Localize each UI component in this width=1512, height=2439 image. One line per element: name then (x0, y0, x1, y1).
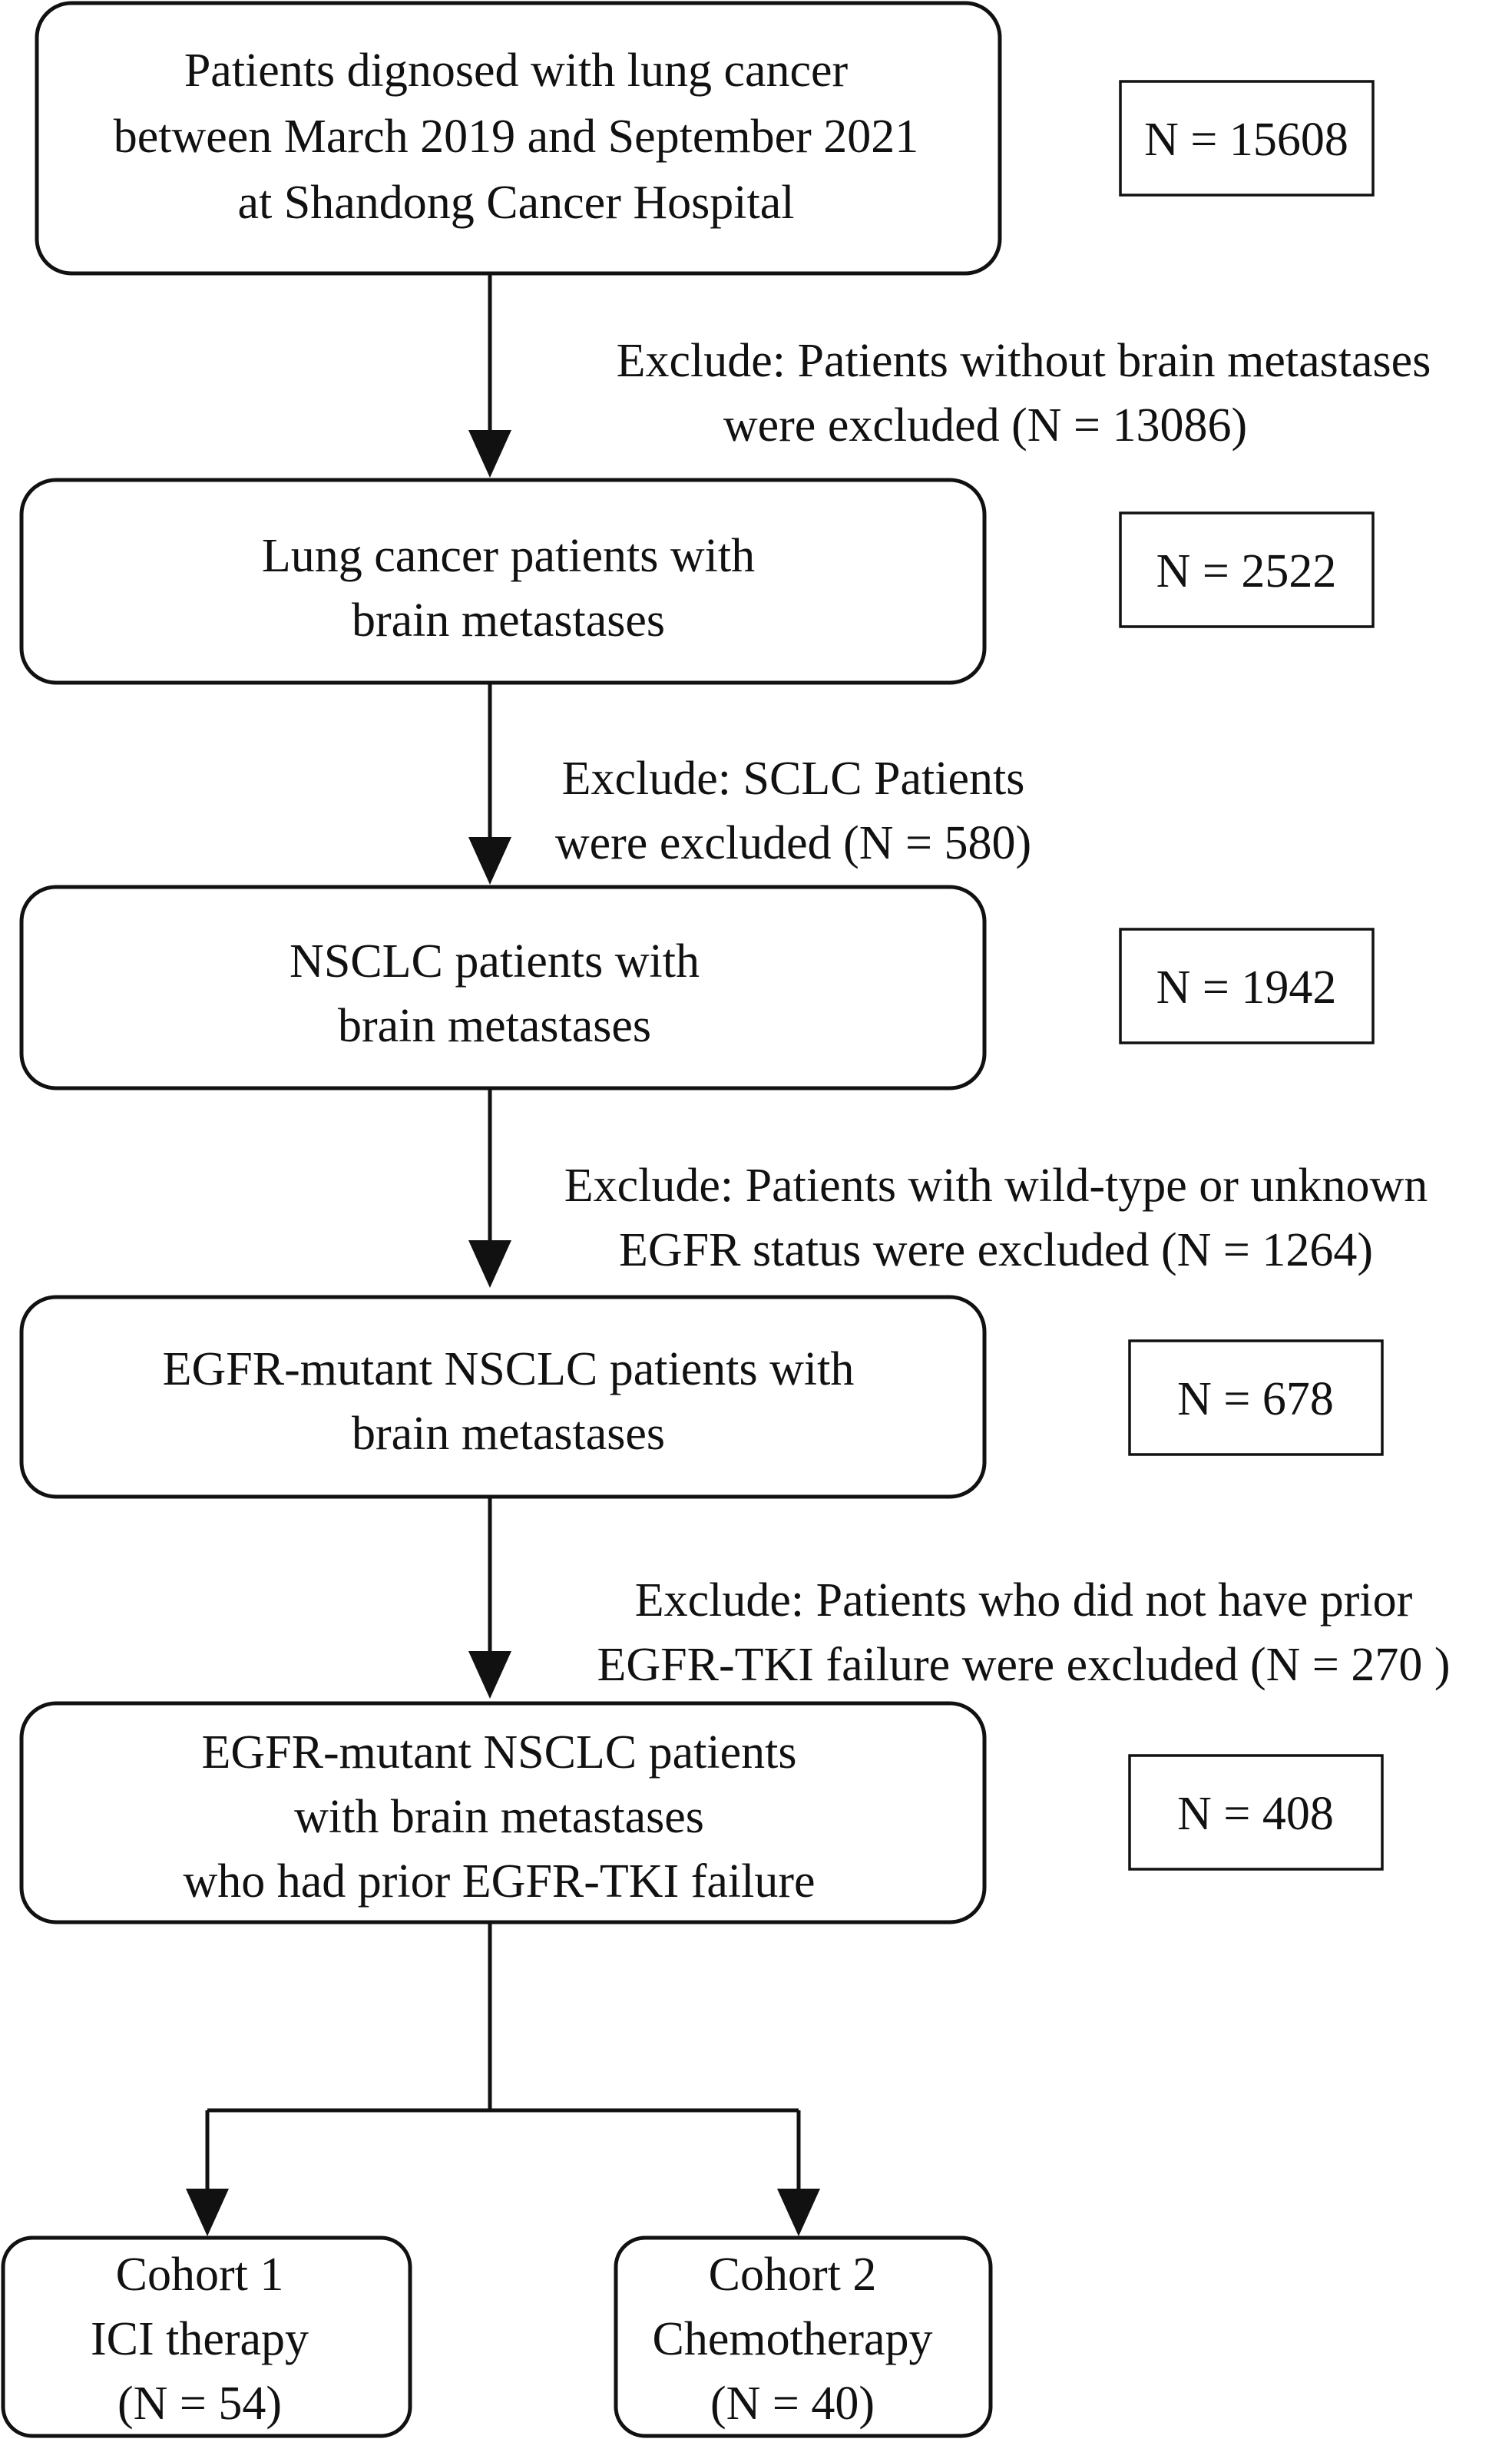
exclusion-3-line-1: Exclude: Patients with wild-type or unkn… (564, 1160, 1428, 1212)
stage-1-line-1: Patients dignosed with lung cancer (184, 45, 849, 97)
stage-box-5 (19, 1701, 987, 1924)
arrowhead-cohort-1 (186, 2189, 229, 2236)
arrowhead-cohort-2 (777, 2189, 820, 2236)
count-box-2 (1119, 511, 1375, 628)
stage-1-line-2: between March 2019 and September 2021 (114, 111, 919, 163)
cohort-1-line-3: (N = 54) (117, 2378, 282, 2430)
count-1: N = 15608 (1144, 114, 1348, 166)
stage-4-line-1: EGFR-mutant NSCLC patients with (163, 1343, 855, 1395)
stage-3-line-2: brain metastases (338, 1000, 651, 1052)
exclusion-1-line-2: were excluded (N = 13086) (723, 399, 1247, 452)
stage-box-1 (35, 1, 1002, 276)
exclusion-3-line-2: EGFR status were excluded (N = 1264) (619, 1224, 1373, 1276)
stage-2-line-1: Lung cancer patients with (262, 530, 755, 582)
stage-box-3 (19, 885, 987, 1090)
exclusion-4-line-1: Exclude: Patients who did not have prior (635, 1574, 1413, 1627)
cohort-box-1 (1, 2235, 412, 2438)
stage-4-line-2: brain metastases (352, 1408, 665, 1460)
exclusion-1-line-1: Exclude: Patients without brain metastas… (617, 335, 1431, 387)
count-box-1 (1119, 80, 1375, 197)
stage-2-line-2: brain metastases (352, 594, 665, 647)
arrowhead-4 (468, 1651, 511, 1699)
exclusion-2-line-2: were excluded (N = 580) (555, 817, 1031, 869)
stage-box-4 (19, 1295, 987, 1499)
count-box-4 (1128, 1339, 1384, 1456)
stage-box-2 (19, 478, 987, 685)
cohort-1-line-2: ICI therapy (91, 2313, 309, 2365)
cohort-2-line-3: (N = 40) (710, 2378, 875, 2430)
count-box-3 (1119, 928, 1375, 1044)
stage-3-line-1: NSCLC patients with (289, 935, 700, 988)
stage-5-line-2: with brain metastases (294, 1791, 704, 1843)
stage-5-line-1: EGFR-mutant NSCLC patients (202, 1726, 797, 1779)
arrowhead-2 (468, 837, 511, 885)
cohort-2-line-1: Cohort 2 (709, 2249, 877, 2301)
arrowhead-3 (468, 1240, 511, 1288)
stage-5-line-3: who had prior EGFR-TKI failure (183, 1855, 815, 1908)
arrowhead-1 (468, 430, 511, 478)
count-3: N = 1942 (1156, 961, 1337, 1014)
count-box-5 (1128, 1754, 1384, 1871)
cohort-2-line-2: Chemotherapy (652, 2313, 932, 2365)
exclusion-2-line-1: Exclude: SCLC Patients (562, 753, 1025, 805)
count-4: N = 678 (1177, 1373, 1334, 1425)
cohort-1-line-1: Cohort 1 (116, 2249, 284, 2301)
stage-1-line-3: at Shandong Cancer Hospital (238, 177, 795, 229)
exclusion-4-line-2: EGFR-TKI failure were excluded (N = 270 … (597, 1639, 1451, 1691)
cohort-box-2 (614, 2235, 993, 2438)
count-2: N = 2522 (1156, 545, 1337, 597)
count-5: N = 408 (1177, 1788, 1334, 1840)
